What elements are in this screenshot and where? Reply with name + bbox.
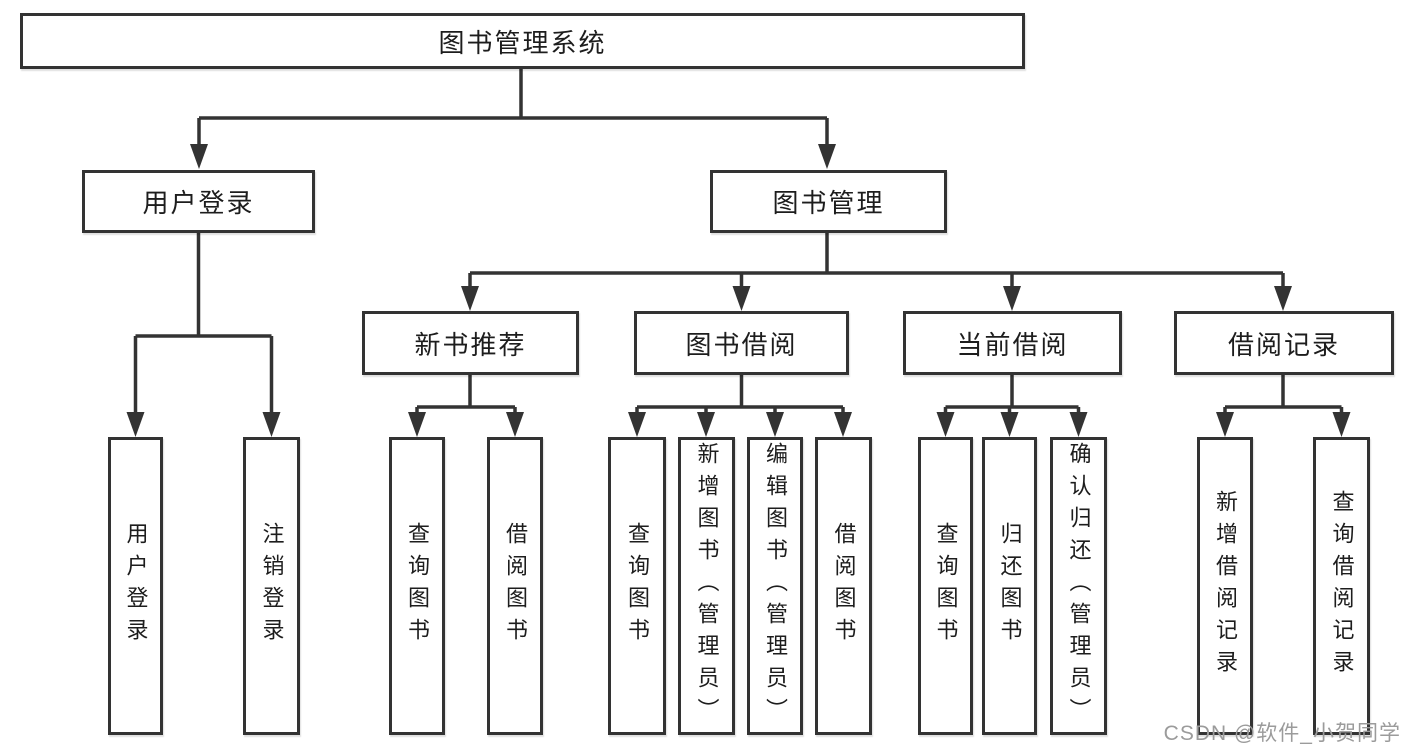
node-label: 借阅图书	[831, 522, 857, 650]
leaf-logout: 注销登录	[243, 437, 300, 735]
node-label: 图书管理	[772, 188, 885, 218]
leaf-query-borrow-record: 查询借阅记录	[1313, 437, 1370, 735]
node-library-management-system: 图书管理系统	[20, 13, 1025, 69]
node-book-management: 图书管理	[710, 170, 947, 233]
node-label: 图书借阅	[685, 329, 798, 360]
node-label: 查询图书	[405, 522, 430, 650]
node-user-login: 用户登录	[82, 170, 315, 233]
leaf-query-books-recommend: 查询图书	[389, 437, 445, 735]
node-label: 归还图书	[997, 522, 1023, 650]
leaf-query-books-borrowing: 查询图书	[608, 437, 666, 735]
leaf-query-books-current: 查询图书	[918, 437, 973, 735]
node-new-book-recommendation: 新书推荐	[362, 311, 579, 375]
watermark: CSDN @软件_小贺同学	[1163, 722, 1401, 745]
leaf-borrow-books: 借阅图书	[815, 437, 872, 735]
node-label: 当前借阅	[956, 329, 1069, 360]
node-label: 注销登录	[259, 522, 285, 650]
node-label: 新增借阅记录	[1213, 490, 1238, 682]
leaf-borrow-books-recommend: 借阅图书	[487, 437, 543, 735]
node-borrowing-records: 借阅记录	[1174, 311, 1394, 375]
node-label: 查询图书	[933, 522, 959, 650]
node-label: 编辑图书（管理员）	[763, 442, 788, 730]
node-label: 新增图书（管理员）	[694, 442, 720, 730]
leaf-add-books-admin: 新增图书（管理员）	[678, 437, 735, 735]
node-book-borrowing: 图书借阅	[634, 311, 849, 375]
node-label: 确认归还（管理员）	[1066, 442, 1092, 730]
leaf-user-login: 用户登录	[108, 437, 163, 735]
leaf-edit-books-admin: 编辑图书（管理员）	[747, 437, 803, 735]
node-current-borrowing: 当前借阅	[903, 311, 1122, 375]
node-label: 借阅图书	[503, 522, 528, 650]
node-label: 图书管理系统	[438, 27, 607, 58]
leaf-confirm-return-admin: 确认归还（管理员）	[1050, 437, 1107, 735]
node-label: 借阅记录	[1227, 329, 1340, 360]
node-label: 用户登录	[142, 188, 255, 218]
node-label: 查询借阅记录	[1329, 490, 1355, 682]
node-label: 查询图书	[625, 522, 650, 650]
leaf-add-borrow-record: 新增借阅记录	[1197, 437, 1253, 735]
node-label: 用户登录	[123, 522, 149, 650]
leaf-return-books: 归还图书	[982, 437, 1037, 735]
node-label: 新书推荐	[414, 329, 527, 360]
